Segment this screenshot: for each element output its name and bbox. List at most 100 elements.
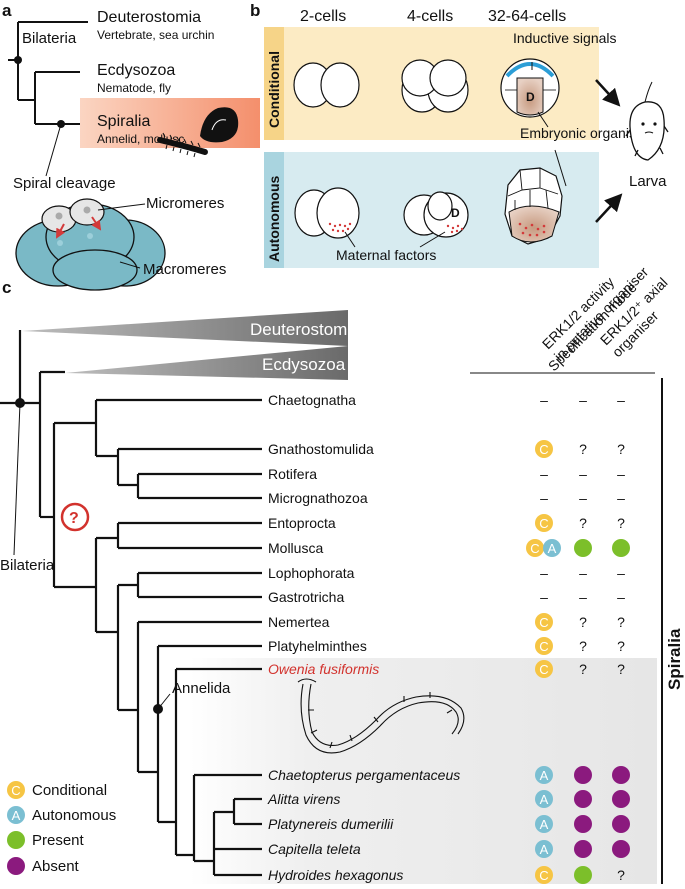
erk-activity-value: – (579, 589, 587, 605)
legend-label: Autonomous (32, 807, 116, 824)
spiral-embryo (15, 198, 166, 291)
panel-label-c: c (2, 278, 11, 297)
axial-organiser-absent-dot (612, 815, 630, 833)
spec-mode-autonomous-badge: A (543, 539, 561, 557)
bilateria-label: Bilateria (22, 30, 77, 47)
larva-label: Larva (629, 173, 667, 190)
taxon-name: Nemertea (268, 614, 330, 630)
spec-mode-conditional-badge: C (535, 660, 553, 678)
annelida-pointer (157, 693, 171, 710)
legend-autonomous-badge: A (7, 806, 25, 824)
spec-mode-autonomous-badge-letter: A (540, 842, 549, 857)
spec-mode-conditional-badge: C (526, 539, 544, 557)
unresolved-node-question (60, 502, 90, 532)
taxon-name: Platyhelminthes (268, 638, 367, 654)
erk-activity-value: – (579, 392, 587, 408)
embryonic-organiser-label: Embryonic organiser (520, 125, 649, 141)
legend-label: Conditional (32, 782, 107, 799)
axial-organiser-value: ? (617, 638, 625, 654)
arrow-to-larva (595, 79, 621, 107)
axial-organiser-value: – (617, 392, 625, 408)
legend-present-dot (7, 831, 25, 849)
ecdysozoa-sub: Nematode, fly (97, 81, 171, 95)
taxon-name: Rotifera (268, 466, 317, 482)
taxon-name: Platynereis dumerilii (268, 816, 394, 832)
erk-activity-present-dot (574, 866, 592, 884)
organiser-pointer (537, 111, 549, 128)
inductive-signals-label: Inductive signals (513, 30, 617, 46)
spec-mode-autonomous-badge-letter: A (540, 768, 549, 783)
taxon-name: Gastrotricha (268, 589, 344, 605)
autonomous-strip (264, 152, 284, 268)
legend-conditional-badge: C (7, 781, 25, 799)
erk-activity-value: ? (579, 441, 587, 457)
bilateria-pointer (13, 402, 21, 556)
taxon-name: Capitella teleta (268, 841, 361, 857)
cleavage-arrow (56, 223, 66, 239)
erk-activity-value: ? (579, 661, 587, 677)
arrow-to-larva (595, 193, 623, 223)
legend-autonomous-badge-letter: A (12, 808, 21, 823)
spec-mode-conditional-badge-letter: C (539, 615, 548, 630)
axial-organiser-absent-dot (612, 790, 630, 808)
owenia-worm-illustration (297, 678, 465, 754)
spec-mode-conditional-badge-letter: C (539, 639, 548, 654)
spec-mode-conditional-badge-letter: C (539, 662, 548, 677)
spec-mode-value: – (540, 466, 548, 482)
erk-activity-absent-dot (574, 790, 592, 808)
taxon-name: Alitta virens (267, 791, 340, 807)
taxon-row: Platynereis dumerilii A (268, 815, 630, 833)
taxon-name: Lophophorata (268, 565, 355, 581)
taxon-row: Rotifera––– (268, 466, 625, 482)
spiralia-label: Spiralia (97, 113, 150, 130)
legend-item: Present (7, 831, 85, 849)
snail-icon (200, 107, 239, 143)
taxon-row: Lophophorata––– (268, 565, 625, 581)
macromeres-pointer (119, 261, 141, 269)
erk-activity-absent-dot (574, 766, 592, 784)
d-quadrant-label: D (451, 206, 460, 220)
autonomous-4cell-embryo: D (403, 191, 469, 238)
maternal-factors-label: Maternal factors (336, 247, 436, 263)
legend-label: Absent (32, 858, 80, 875)
phylogeny-tree (0, 330, 262, 877)
taxon-row: Platyhelminthes C?? (268, 637, 625, 655)
taxon-row: Chaetognatha––– (268, 392, 625, 408)
erk-activity-absent-dot (574, 840, 592, 858)
panel-c: c Specification mode ERK1/2 activityin p… (0, 263, 684, 884)
axial-organiser-value: – (617, 589, 625, 605)
conditional-label: Conditional (266, 51, 282, 128)
legend-item: Absent (7, 857, 80, 875)
annelid-worm-icon (157, 132, 208, 158)
panel-label-b: b (250, 1, 260, 20)
deuterostomia-label: Deuterostomia (97, 9, 201, 26)
taxon-name: Micrognathozoa (268, 490, 368, 506)
deuterostomia-wedge-label: Deuterostomia (250, 320, 361, 339)
maternal-pointer (419, 231, 446, 248)
spec-mode-conditional-badge-letter: C (539, 442, 548, 457)
erk-activity-value: ? (579, 638, 587, 654)
erk-activity-absent-dot (574, 815, 592, 833)
erk-activity-present-dot (574, 539, 592, 557)
deuterostomia-sub: Vertebrate, sea urchin (97, 28, 214, 42)
legend-absent-dot (7, 857, 25, 875)
legend-conditional-badge-letter: C (11, 783, 20, 798)
d-quadrant-label: D (526, 90, 535, 104)
ecdysozoa-label: Ecdysozoa (97, 62, 175, 79)
deuterostomia-wedge (22, 310, 348, 346)
erk-activity-value: ? (579, 614, 587, 630)
erk-activity-value: – (579, 565, 587, 581)
erk-activity-value: – (579, 490, 587, 506)
spec-mode-conditional-badge: C (535, 866, 553, 884)
maternal-pointer (344, 231, 356, 248)
erk-activity-value: ? (579, 515, 587, 531)
spec-mode-autonomous-badge-letter: A (540, 817, 549, 832)
ecdysozoa-wedge-label: Ecdysozoa (262, 355, 346, 374)
conditional-2cell-embryo (293, 62, 360, 108)
spec-mode-autonomous-badge-letter: A (548, 541, 557, 556)
